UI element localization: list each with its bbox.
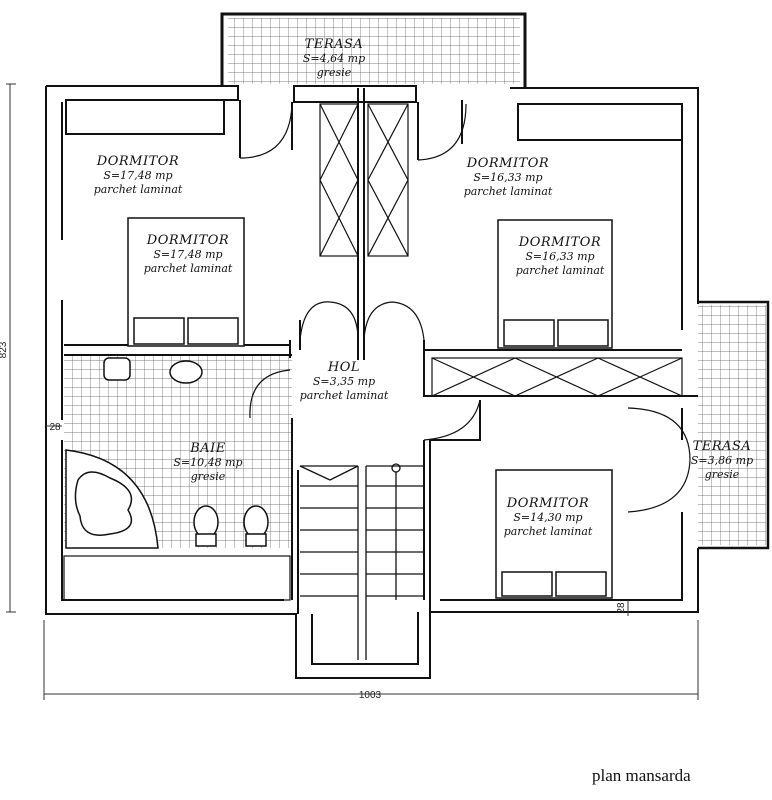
svg-text:S=4,64 mp: S=4,64 mp xyxy=(303,52,365,65)
svg-text:parchet laminat: parchet laminat xyxy=(300,389,389,402)
svg-text:S=17,48 mp: S=17,48 mp xyxy=(103,169,172,182)
wardrobes xyxy=(63,103,683,601)
room-dormitor-nw: DORMITOR S=17,48 mp parchet laminat xyxy=(94,154,183,196)
svg-text:gresie: gresie xyxy=(191,470,226,483)
svg-text:S=17,48 mp: S=17,48 mp xyxy=(153,248,222,261)
svg-text:S=16,33 mp: S=16,33 mp xyxy=(473,171,542,184)
terrace-top-walls xyxy=(220,12,527,88)
svg-text:S=3,35 mp: S=3,35 mp xyxy=(313,375,375,388)
svg-text:parchet laminat: parchet laminat xyxy=(144,262,233,275)
svg-text:BAIE: BAIE xyxy=(189,441,226,456)
svg-text:DORMITOR: DORMITOR xyxy=(466,156,549,171)
svg-text:TERASA: TERASA xyxy=(693,439,752,454)
dimension-height: 823 xyxy=(0,341,9,358)
doors xyxy=(239,103,691,513)
svg-text:TERASA: TERASA xyxy=(305,37,364,52)
svg-text:DORMITOR: DORMITOR xyxy=(146,233,229,248)
svg-text:S=16,33 mp: S=16,33 mp xyxy=(525,250,594,263)
dimension-wall-left: 28 xyxy=(49,422,61,433)
svg-text:HOL: HOL xyxy=(327,360,360,375)
beds xyxy=(127,217,613,599)
dimension-wall-right: 28 xyxy=(616,602,627,614)
bathroom-fixtures xyxy=(65,357,269,549)
svg-text:S=3,86 mp: S=3,86 mp xyxy=(691,454,753,467)
room-terasa-top: TERASA S=4,64 mp gresie xyxy=(303,37,365,79)
svg-text:parchet laminat: parchet laminat xyxy=(516,264,605,277)
room-dormitor-se: DORMITOR S=14,30 mp parchet laminat xyxy=(504,496,593,538)
svg-text:S=14,30 mp: S=14,30 mp xyxy=(513,511,582,524)
dimension-lines xyxy=(6,83,699,700)
svg-text:parchet laminat: parchet laminat xyxy=(94,183,183,196)
room-dormitor-ne: DORMITOR S=16,33 mp parchet laminat xyxy=(464,156,553,198)
svg-text:parchet laminat: parchet laminat xyxy=(504,525,593,538)
room-terasa-east: TERASA S=3,86 mp gresie xyxy=(691,439,753,481)
dimension-width: 1003 xyxy=(359,690,382,701)
svg-text:gresie: gresie xyxy=(705,468,740,481)
svg-text:DORMITOR: DORMITOR xyxy=(518,235,601,250)
room-hol: HOL S=3,35 mp parchet laminat xyxy=(300,360,389,402)
svg-text:S=10,48 mp: S=10,48 mp xyxy=(173,456,242,469)
room-baie: BAIE S=10,48 mp gresie xyxy=(173,441,242,483)
terrace-top-tiles xyxy=(228,18,520,84)
terrace-east-tiles xyxy=(698,305,766,545)
room-dormitor-nw2: DORMITOR S=17,48 mp parchet laminat xyxy=(144,233,233,275)
terrace-east-walls xyxy=(698,300,770,550)
room-dormitor-ne2: DORMITOR S=16,33 mp parchet laminat xyxy=(516,235,605,277)
stairs xyxy=(299,463,424,660)
svg-text:gresie: gresie xyxy=(317,66,352,79)
svg-text:DORMITOR: DORMITOR xyxy=(96,154,179,169)
svg-text:parchet laminat: parchet laminat xyxy=(464,185,553,198)
plan-caption: plan mansarda xyxy=(592,766,691,785)
svg-text:DORMITOR: DORMITOR xyxy=(506,496,589,511)
